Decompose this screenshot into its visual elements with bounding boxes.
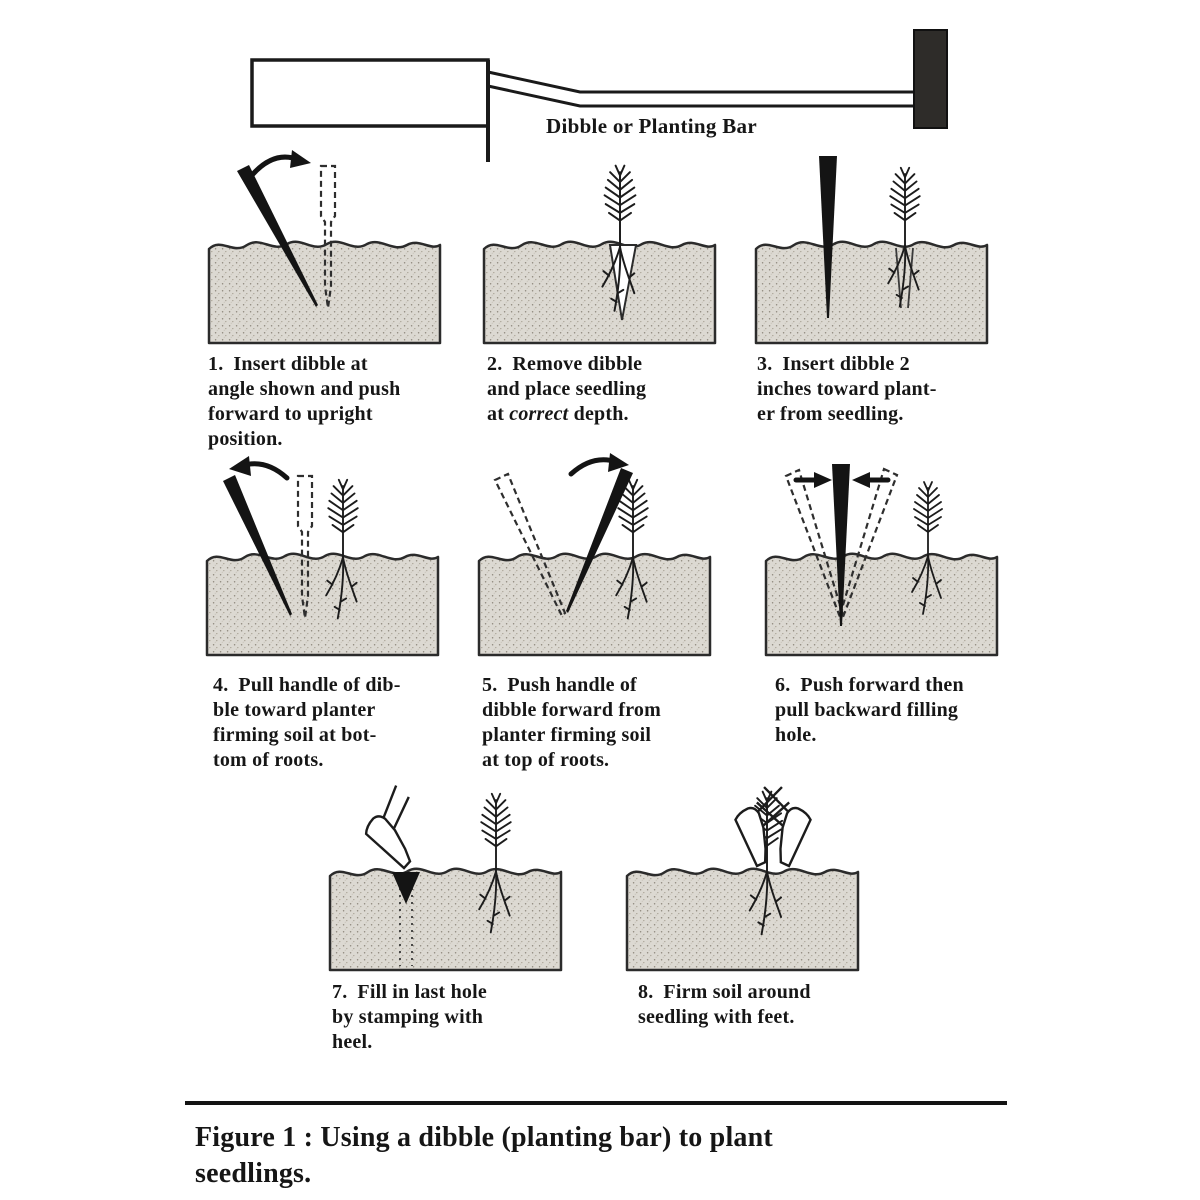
step-number: 8.	[638, 981, 654, 1003]
step-1-caption: 1.Insert dibble at angle shown and push …	[208, 352, 458, 452]
soil-block	[754, 240, 989, 345]
step-4-illustration	[205, 456, 440, 657]
dibble-blade	[223, 475, 292, 616]
step-3-caption: 3.Insert dibble 2 inches toward plant- e…	[757, 352, 997, 427]
step-number: 3.	[757, 353, 773, 375]
dibble-blade	[819, 156, 837, 318]
push-arrow	[568, 453, 629, 477]
step-number: 6.	[775, 674, 791, 696]
step-8-caption: 8.Firm soil around seedling with feet.	[638, 980, 888, 1030]
dibble-tilt-right-dashed	[838, 467, 899, 619]
stamping-boot	[357, 784, 443, 870]
dibble-blade	[237, 165, 318, 307]
dibble-blade-outline	[250, 58, 490, 128]
step-line: 3.Insert dibble 2	[757, 353, 910, 375]
step-number: 7.	[332, 981, 348, 1003]
step-number: 4.	[213, 674, 229, 696]
dibble-blade	[832, 464, 850, 626]
dibble-blade	[566, 468, 633, 613]
step-number: 1.	[208, 353, 224, 375]
soil-block	[625, 867, 860, 972]
step-7-caption: 7.Fill in last hole by stamping with hee…	[332, 980, 572, 1055]
dibble-shaft	[487, 70, 916, 108]
figure-caption: Figure 1 : Using a dibble (planting bar)…	[195, 1122, 773, 1190]
planting-slot	[608, 244, 638, 321]
soil-block	[207, 240, 442, 345]
soil-block	[328, 867, 563, 972]
dibble-previous-dashed	[493, 472, 567, 618]
soil-block	[205, 552, 440, 657]
rotate-arrow	[250, 150, 311, 177]
step-number: 5.	[482, 674, 498, 696]
soil-block	[477, 552, 712, 657]
soil-block	[764, 552, 999, 657]
step-line: 7.Fill in last hole	[332, 981, 487, 1003]
push-pull-arrows	[793, 472, 891, 488]
soil-block	[482, 240, 717, 345]
tool-label: Dibble or Planting Bar	[546, 114, 757, 138]
step-6-illustration	[764, 464, 999, 657]
step-2-caption: 2.Remove dibble and place seedling at co…	[487, 352, 727, 427]
step-line: 4.Pull handle of dib-	[213, 674, 401, 696]
step-4-caption: 4.Pull handle of dib- ble toward planter…	[213, 673, 463, 773]
pull-arrow	[229, 456, 290, 481]
step-number: 2.	[487, 353, 503, 375]
step-1-illustration	[207, 150, 442, 345]
dibble-tool-illustration	[250, 29, 948, 162]
step-line: 5.Push handle of	[482, 674, 637, 696]
step-5-illustration	[477, 453, 712, 657]
step-2-illustration	[482, 164, 717, 345]
step-8-illustration	[625, 785, 860, 972]
step-3-illustration	[754, 156, 989, 345]
firmed-soil-wedge	[392, 872, 420, 904]
step-5-caption: 5.Push handle of dibble forward from pla…	[482, 673, 732, 773]
divider-rule	[185, 1101, 1007, 1105]
step-line: 8.Firm soil around	[638, 981, 811, 1003]
step-line: 2.Remove dibble	[487, 353, 643, 375]
step-7-illustration	[328, 784, 563, 972]
step-line: at correct depth.	[487, 403, 629, 425]
dibble-handle	[913, 29, 948, 129]
step-6-caption: 6.Push forward then pull backward fillin…	[775, 673, 1025, 748]
step-line: 1.Insert dibble at	[208, 353, 368, 375]
step-line: 6.Push forward then	[775, 674, 964, 696]
